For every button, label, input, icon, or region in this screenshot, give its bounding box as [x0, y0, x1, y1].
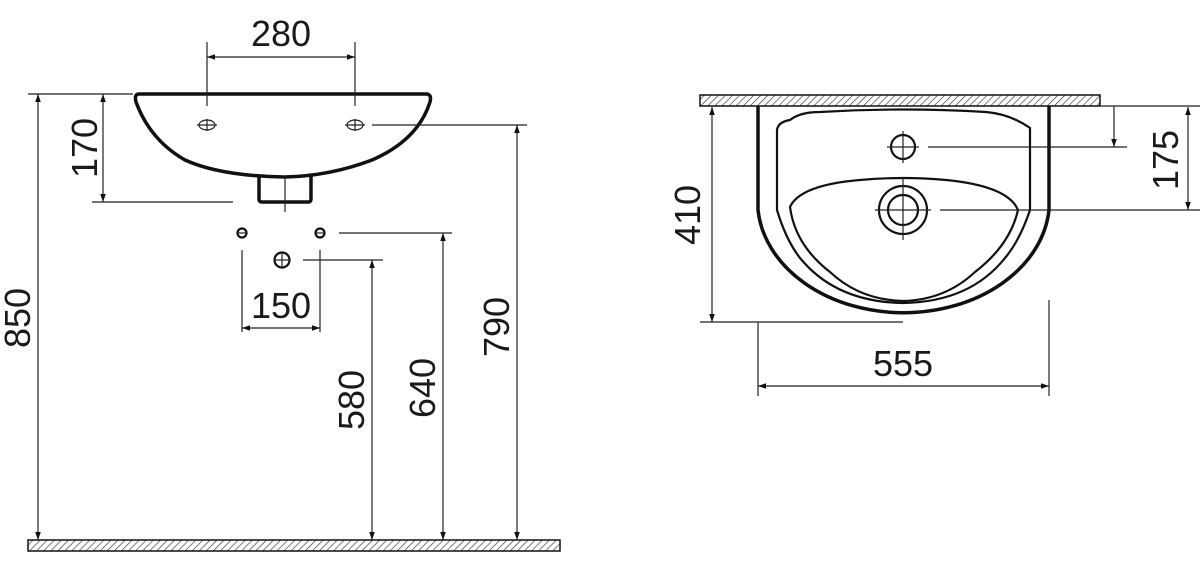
waste-point	[273, 251, 291, 269]
supply-point-right	[314, 227, 326, 239]
dim-640: 640	[402, 358, 443, 418]
drain	[875, 178, 931, 240]
floor	[27, 539, 561, 552]
tap-hole	[887, 131, 919, 163]
basin-outline	[756, 106, 1051, 315]
basin-side-profile	[133, 92, 433, 179]
top-view: 410 555 175	[667, 94, 1200, 396]
dim-150: 150	[251, 285, 311, 326]
dim-170: 170	[64, 118, 105, 178]
dim-555: 555	[873, 343, 933, 384]
dim-790: 790	[476, 297, 517, 357]
basin-inner-rim	[775, 108, 1032, 305]
supply-point-left	[236, 227, 248, 239]
dim-410: 410	[667, 185, 708, 245]
side-view: 280 170 850 150 580 640 790	[0, 13, 561, 552]
dim-850: 850	[0, 288, 38, 348]
dim-580: 580	[331, 370, 372, 430]
tap-hole-right	[345, 119, 365, 131]
tap-hole-left	[197, 119, 217, 131]
dim-175: 175	[1145, 130, 1186, 190]
dim-280: 280	[251, 13, 311, 54]
wall	[699, 94, 1101, 107]
basin-bowl	[788, 176, 1020, 303]
